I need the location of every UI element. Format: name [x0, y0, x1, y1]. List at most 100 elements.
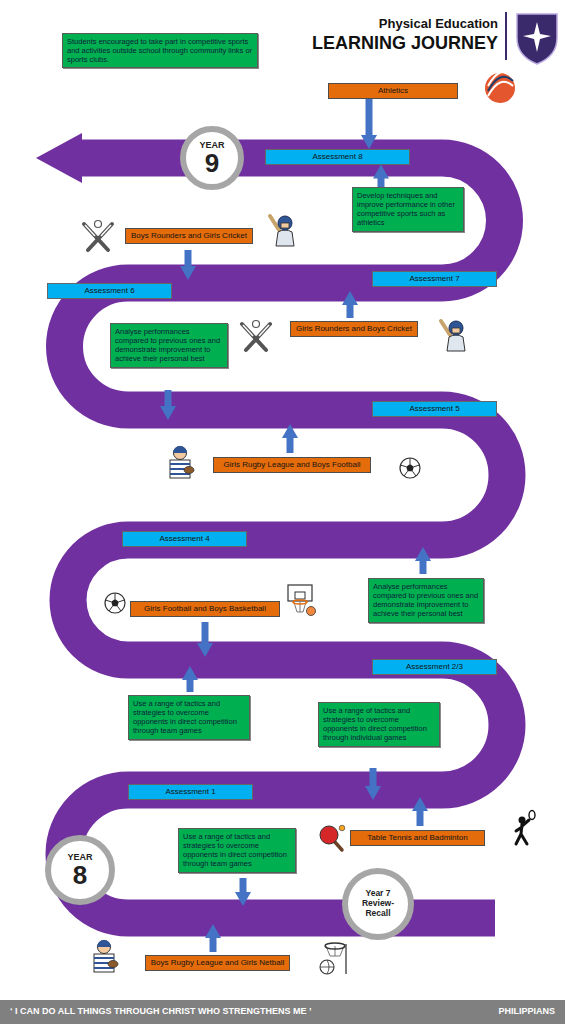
shield-star	[523, 22, 551, 52]
visor	[281, 223, 289, 228]
head	[98, 941, 111, 954]
flow-arrow	[165, 390, 172, 408]
box-text: Assessment 6	[51, 286, 168, 296]
ball-seam	[106, 600, 112, 602]
journey-track	[36, 133, 507, 918]
football-icon	[105, 593, 125, 613]
bat	[84, 224, 108, 250]
flow-arrow	[347, 303, 354, 318]
subject-label: Physical Education	[379, 16, 498, 31]
track-band	[64, 158, 507, 918]
sport-box: Girls Rugby League and Boys Football	[213, 457, 371, 473]
year-label: Year 7 Review-Recall	[348, 889, 408, 918]
assessment-box: Assessment 7	[372, 271, 497, 287]
helmet	[449, 321, 463, 335]
box-text: Use a range of tactics and strategies to…	[323, 706, 435, 743]
box-text: Use a range of tactics and strategies to…	[183, 832, 291, 869]
box-text: Analyse performances compared to previou…	[115, 327, 223, 364]
ball-seam	[119, 600, 125, 602]
track-disc	[485, 73, 515, 103]
year-circle: Year 7 Review-Recall	[342, 868, 414, 940]
objective-box: Students encouraged to take part in comp…	[62, 33, 258, 68]
helmet	[278, 216, 292, 230]
ball	[253, 321, 260, 328]
player-body	[447, 335, 465, 351]
bat	[246, 324, 270, 350]
objective-box: Analyse performances compared to previou…	[110, 323, 228, 368]
ball-seam	[414, 465, 420, 467]
bat	[242, 324, 266, 350]
year-label: YEAR	[67, 853, 92, 862]
ball-seam	[410, 458, 411, 464]
crossed-bats-icon	[242, 321, 270, 351]
assessment-box: Assessment 6	[47, 283, 172, 299]
shirt-stripe	[94, 957, 114, 959]
flow-arrow	[378, 177, 385, 187]
bat	[88, 224, 112, 250]
bat-face	[85, 225, 95, 236]
box-text: Assessment 8	[269, 152, 406, 162]
shirt-stripe	[170, 463, 190, 465]
box-text: Athletics	[332, 86, 454, 96]
year-circle: YEAR9	[180, 126, 244, 190]
board-square	[295, 592, 305, 599]
racket	[529, 811, 535, 820]
flow-arrow	[417, 809, 424, 826]
basketball	[307, 607, 316, 616]
box-text: Girls Football and Boys Basketball	[134, 604, 276, 614]
athletics-icon	[485, 72, 515, 103]
objective-box: Develop techniques and improve performan…	[352, 187, 464, 232]
paddle	[320, 826, 338, 844]
page-title: LEARNING JOURNEY	[312, 33, 498, 54]
flow-arrow	[370, 768, 377, 788]
paddle-handle	[334, 841, 342, 850]
flow-arrow	[240, 878, 247, 894]
box-text: Boys Rounders and Girls Cricket	[129, 231, 249, 241]
ball-seam	[109, 606, 113, 611]
sport-box: Boys Rugby League and Girls Netball	[145, 955, 290, 971]
ball	[400, 458, 420, 478]
backboard	[288, 585, 312, 601]
box-text: Assessment 1	[132, 787, 249, 797]
post	[345, 944, 347, 974]
bat-face	[243, 325, 253, 336]
netball-icon	[320, 943, 346, 974]
ball-seam	[404, 471, 408, 476]
ball-seam	[320, 960, 334, 974]
box-text: Analyse performances compared to previou…	[373, 582, 479, 619]
rim	[293, 600, 307, 604]
flow-arrow	[287, 436, 294, 453]
player-body	[276, 230, 294, 246]
box-text: Assessment 4	[126, 534, 243, 544]
rugby-ball	[184, 467, 194, 474]
shield-shape	[517, 14, 557, 64]
ball	[95, 221, 102, 228]
box-text: Assessment 5	[376, 404, 493, 414]
ball-patch	[406, 464, 414, 471]
sport-box: Boys Rounders and Girls Cricket	[125, 228, 253, 244]
verse-source: PHILIPPIANS	[498, 1006, 555, 1016]
sport-box: Athletics	[328, 83, 458, 99]
motto-caption: ‘ I CAN DO ALL THINGS THROUGH CHRIST WHO…	[10, 1006, 312, 1016]
flow-arrow	[420, 559, 427, 574]
paddle-ball	[339, 825, 345, 831]
flow-arrow	[187, 678, 194, 692]
netball-ball	[320, 960, 334, 974]
box-text: Assessment 2/3	[376, 662, 493, 672]
objective-box: Use a range of tactics and strategies to…	[128, 695, 250, 740]
objective-box: Analyse performances compared to previou…	[368, 578, 484, 623]
crossed-bats-icon	[84, 221, 112, 251]
ball	[105, 593, 125, 613]
assessment-box: Assessment 1	[128, 784, 253, 800]
cricketer-icon	[441, 321, 465, 351]
ball-seam	[115, 593, 116, 599]
sport-box: Girls Football and Boys Basketball	[130, 601, 280, 617]
bat-face	[101, 225, 111, 236]
headgear	[173, 446, 187, 453]
cricketer-icon	[270, 216, 294, 246]
objective-box: Use a range of tactics and strategies to…	[178, 828, 296, 873]
ball-seam	[412, 471, 416, 476]
head	[174, 447, 187, 460]
